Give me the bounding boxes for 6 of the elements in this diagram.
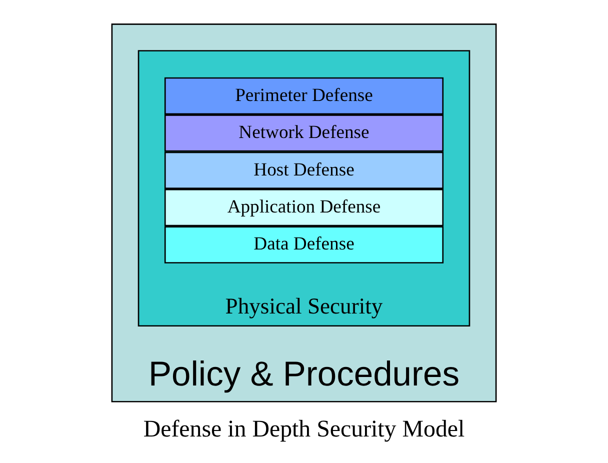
node-box: Host Defense [164, 152, 444, 189]
node-box: Perimeter Defense [164, 77, 444, 115]
node-box: Application Defense [164, 188, 444, 226]
node-box: Network Defense [164, 114, 444, 152]
node-box: Data Defense [164, 226, 444, 264]
caption: Defense in Depth Security Model [143, 416, 465, 443]
